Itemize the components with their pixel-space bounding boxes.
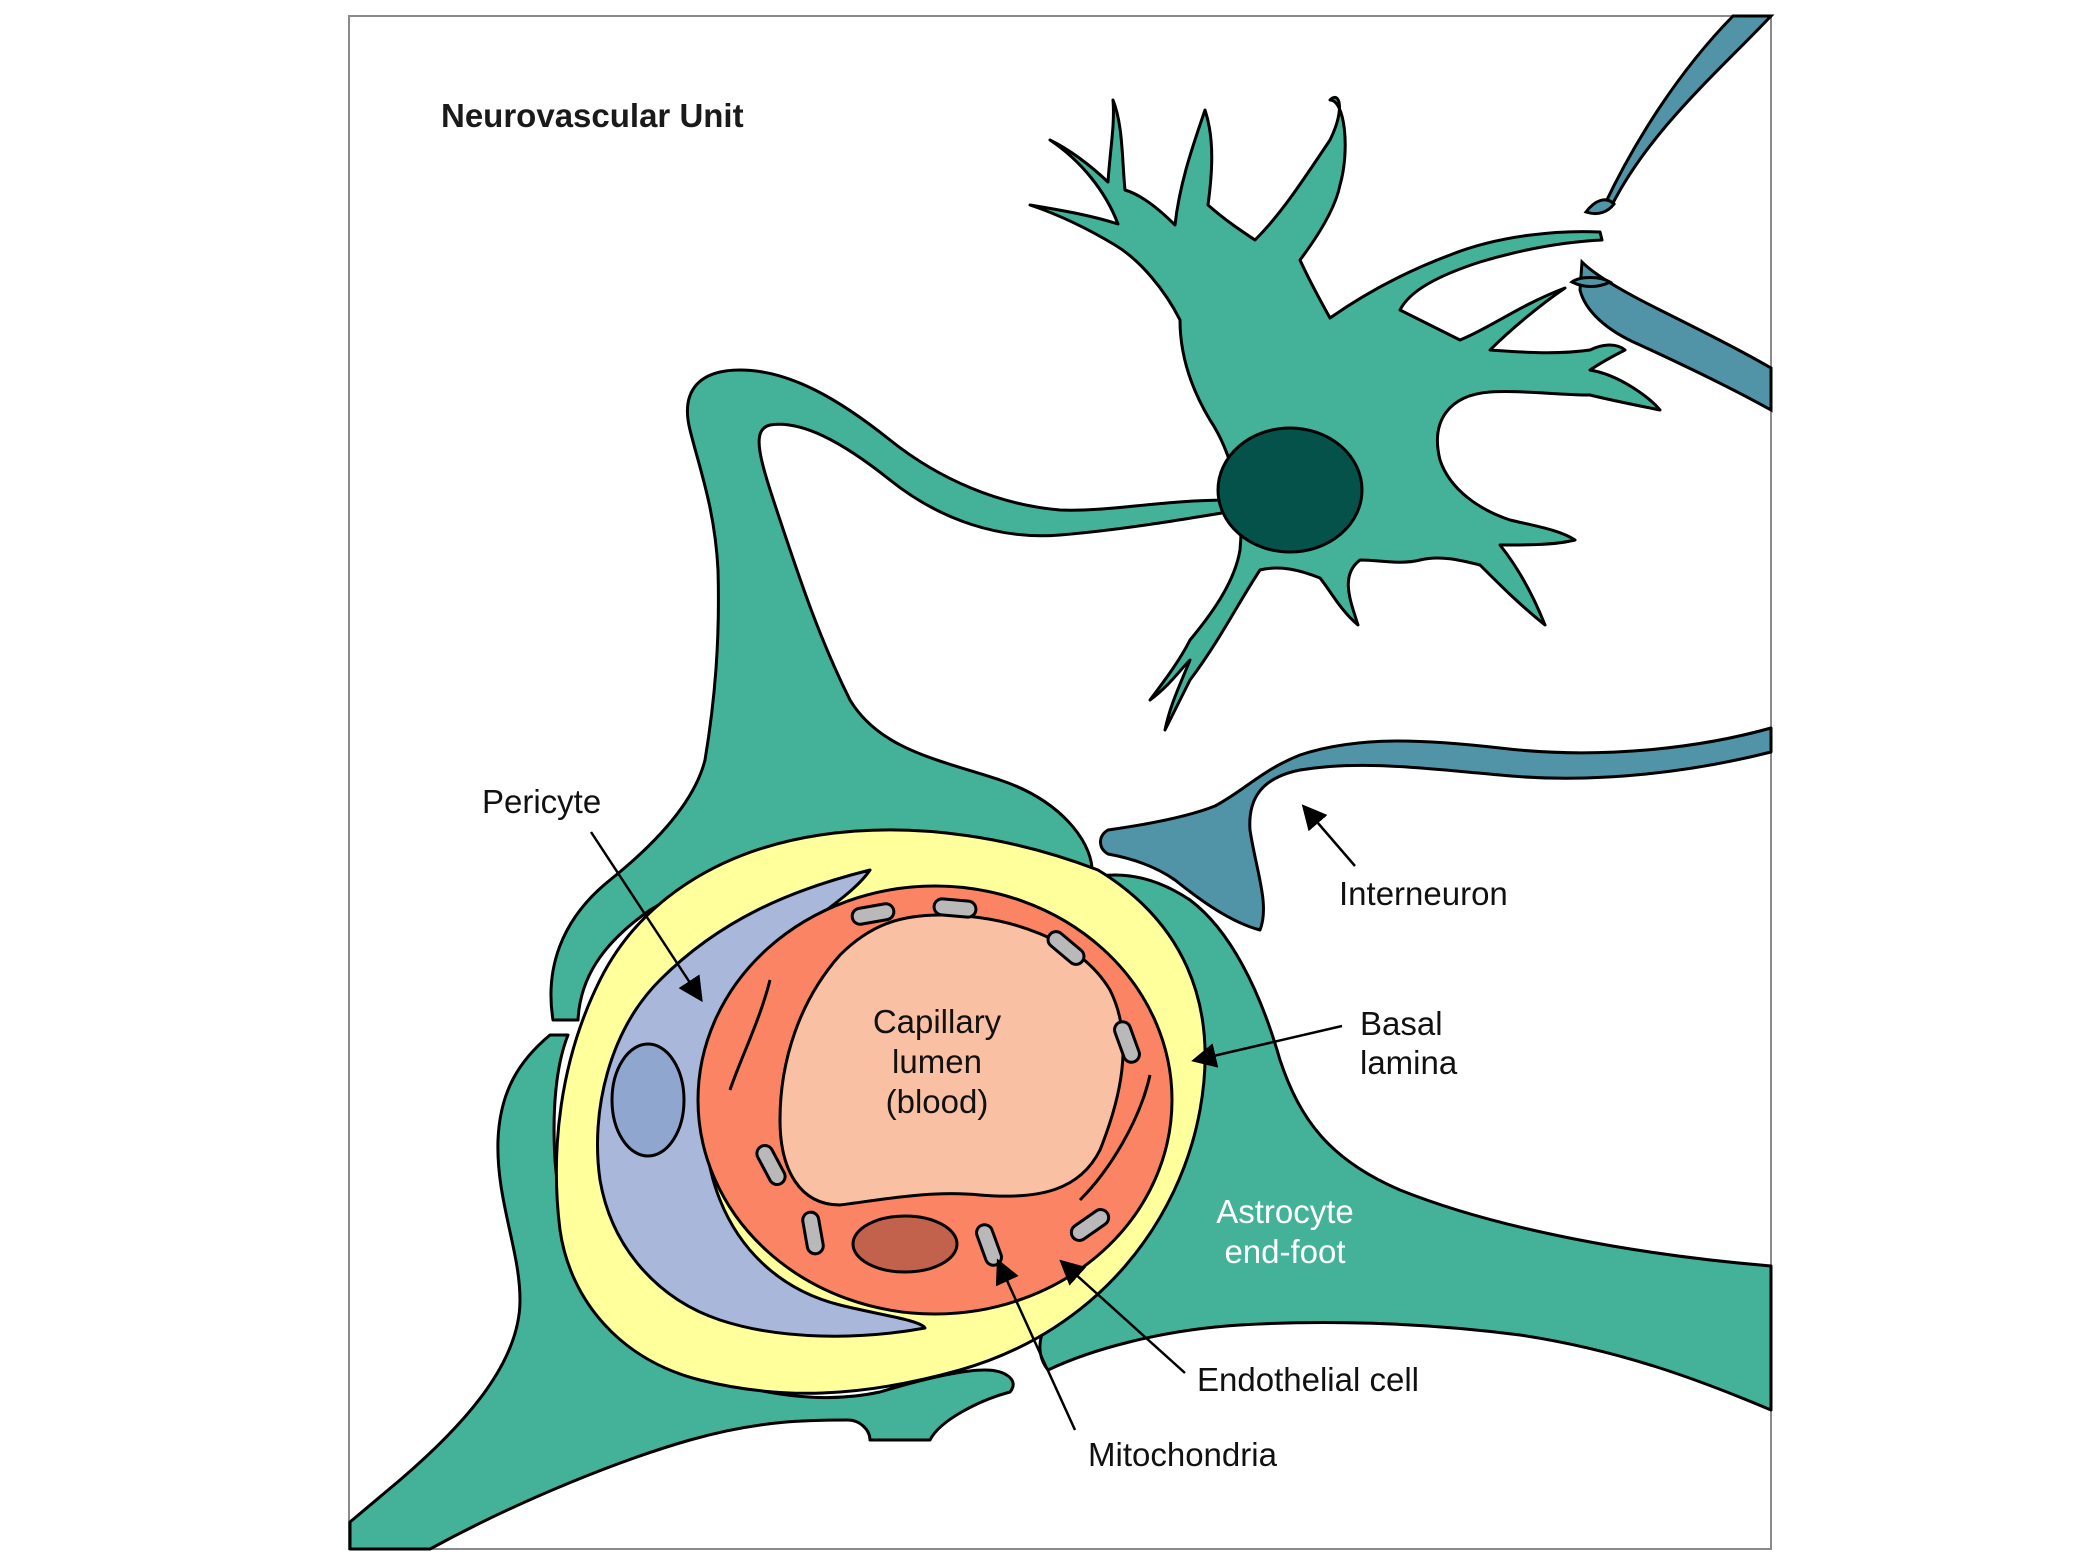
pericyte-arrow xyxy=(589,831,703,1003)
astrocyte xyxy=(348,368,1773,1551)
mitochondrion xyxy=(755,1144,787,1186)
mitochondrion xyxy=(1046,930,1086,966)
endothelial-label: Endothelial cell xyxy=(1197,1361,1419,1398)
mitochondrion xyxy=(1069,1208,1111,1242)
mitochondrion xyxy=(1113,1020,1141,1064)
basal-lamina-label-line2: lamina xyxy=(1360,1044,1458,1081)
lumen-label-line1: Capillary xyxy=(873,1003,1002,1040)
basal-lamina-arrow xyxy=(1191,1024,1343,1068)
endothelial-arrow xyxy=(1059,1259,1186,1374)
lumen-label-line2: lumen xyxy=(892,1043,982,1080)
label-arrows xyxy=(589,804,1356,1431)
basal-lamina-label-line1: Basal xyxy=(1360,1005,1443,1042)
mitochondrion xyxy=(850,902,896,926)
capillary-lumen xyxy=(778,913,1125,1207)
mitochondria-group xyxy=(755,897,1141,1267)
interneuron-arrow xyxy=(1301,804,1356,867)
interneuron-label: Interneuron xyxy=(1339,875,1508,912)
endothelial-cell-boundary xyxy=(1078,1074,1152,1202)
mitochondria-label: Mitochondria xyxy=(1088,1436,1278,1473)
interneuron-lower-axon xyxy=(1099,726,1773,932)
lumen-label-line3: (blood) xyxy=(886,1083,989,1120)
astrocyte-label-line2: end-foot xyxy=(1224,1233,1345,1270)
page-title: Neurovascular Unit xyxy=(441,97,744,134)
endothelial-cell-boundary xyxy=(728,979,772,1091)
mitochondria-arrow xyxy=(995,1258,1077,1431)
mitochondrion xyxy=(801,1210,825,1256)
pericyte-label: Pericyte xyxy=(482,783,601,820)
neuron xyxy=(1028,96,1662,732)
endothelial-nucleus xyxy=(851,1214,959,1274)
mitochondrion xyxy=(932,897,978,919)
interneuron-upper-axon xyxy=(1569,14,1775,413)
astrocyte-label-line1: Astrocyte xyxy=(1216,1193,1354,1230)
pericyte-nucleus xyxy=(610,1042,686,1158)
neuron-nucleus xyxy=(1216,426,1364,554)
